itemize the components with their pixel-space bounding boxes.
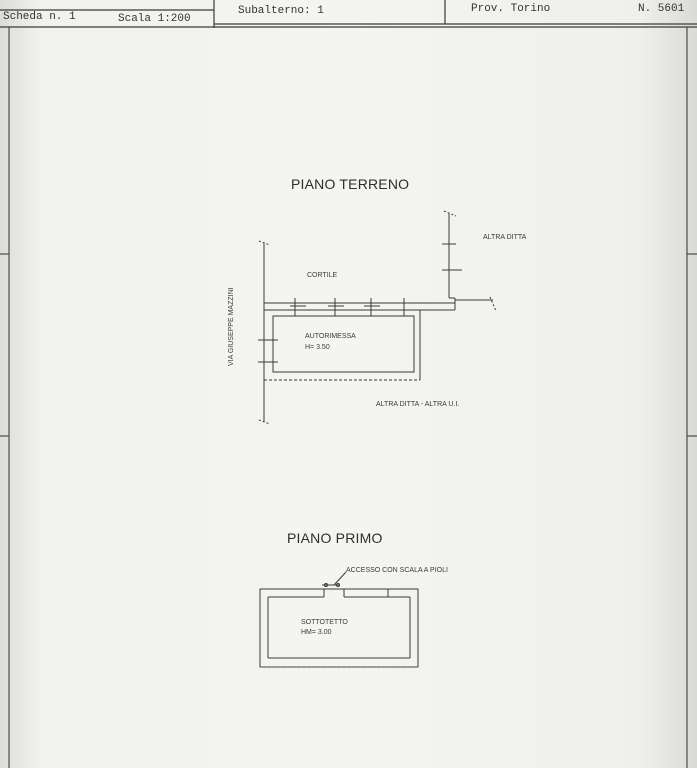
page-frame bbox=[0, 27, 697, 768]
header-frame bbox=[0, 0, 697, 28]
street-label: VIA GIUSEPPE MAZZINI bbox=[228, 287, 235, 366]
province-label: Prov. Torino bbox=[471, 3, 551, 15]
other-owner-top-label: ALTRA DITTA bbox=[483, 234, 527, 241]
other-owner-bottom-label: ALTRA DITTA - ALTRA U.I. bbox=[376, 401, 460, 408]
access-label: ACCESSO CON SCALA A PIOLI bbox=[346, 567, 448, 574]
ground-floor-plan bbox=[258, 210, 497, 425]
first-floor-title: PIANO PRIMO bbox=[287, 530, 383, 546]
scheda-number: Scheda n. 1 bbox=[3, 11, 76, 23]
garage-height-label: H= 3.50 bbox=[305, 344, 330, 351]
attic-label: SOTTOTETTO bbox=[301, 619, 348, 626]
courtyard-label: CORTILE bbox=[307, 272, 338, 279]
garage-label: AUTORIMESSA bbox=[305, 333, 356, 340]
attic-height-label: HM= 3.00 bbox=[301, 629, 332, 636]
ground-floor-title: PIANO TERRENO bbox=[291, 176, 410, 192]
document-number: N. 5601 bbox=[638, 3, 685, 15]
scale-label: Scala 1:200 bbox=[118, 13, 191, 25]
first-floor-plan bbox=[259, 571, 419, 668]
subalterno-label: Subalterno: 1 bbox=[238, 5, 324, 17]
